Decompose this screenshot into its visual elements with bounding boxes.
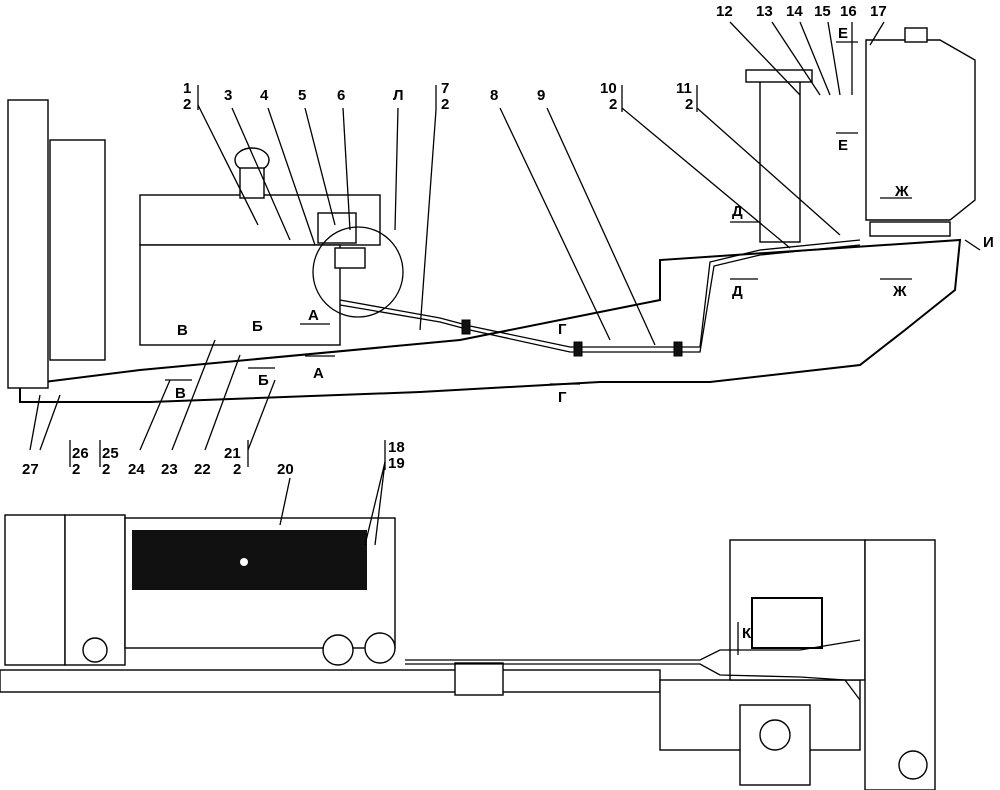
callout-13: 13 (756, 3, 773, 20)
fuel-line (339, 239, 861, 348)
frame-bracket (454, 662, 504, 696)
callout-19: 19 (388, 455, 405, 472)
callout-8: 8 (490, 87, 498, 104)
view-marker-G: Г (558, 389, 567, 406)
return-line-bottom (405, 663, 861, 701)
callout-25: 25 (102, 445, 119, 462)
top-view-drawing (7, 27, 976, 403)
fuel-tank (865, 39, 976, 221)
chassis-frame (19, 238, 962, 403)
view-marker-V: В (175, 385, 186, 402)
callout-4: 4 (260, 87, 269, 104)
return-line (339, 244, 861, 353)
view-marker-D: Д (732, 203, 743, 220)
callout-15: 15 (814, 3, 831, 20)
view-marker-E: Е (838, 25, 848, 42)
drain-wheel (898, 750, 928, 780)
view-marker-K: К (742, 625, 752, 642)
callout-23: 23 (161, 461, 178, 478)
callout-6: 6 (337, 87, 345, 104)
clamp (673, 341, 683, 357)
view-marker-I: И (983, 234, 994, 251)
callout-21: 21 (224, 445, 241, 462)
callout-26: 26 (72, 445, 89, 462)
callout-25-qty: 2 (102, 461, 110, 478)
view-marker-E: Е (838, 137, 848, 154)
callout-1: 1 (183, 80, 191, 97)
callout-24: 24 (128, 461, 145, 478)
fan-shroud (49, 139, 106, 361)
callout-21-qty: 2 (233, 461, 241, 478)
view-marker-A: А (308, 307, 319, 324)
view-marker-Zh: Ж (894, 183, 909, 200)
view-marker-Zh: Ж (892, 283, 907, 300)
tank-cap (904, 27, 928, 43)
detail-circle-L (312, 226, 404, 318)
engine-block (139, 244, 341, 346)
callout-11: 11 (676, 80, 692, 97)
callout-10-qty: 2 (609, 96, 617, 113)
leader-line (279, 477, 291, 526)
fuel-line-bottom (405, 639, 861, 661)
callout-10: 10 (600, 80, 617, 97)
view-marker-G: Г (558, 321, 567, 338)
view-marker-A: А (313, 365, 324, 382)
leader-lines-top (29, 21, 885, 467)
filter-housing (334, 247, 366, 269)
callout-26-qty: 2 (72, 461, 80, 478)
pulley (82, 637, 108, 663)
callout-9: 9 (537, 87, 545, 104)
frame-rail (0, 669, 661, 693)
callout-16: 16 (840, 3, 857, 20)
pulley (322, 634, 354, 666)
view-markers: Е Е Ж Ж Д Д И А А Б Б В В Г Г (165, 25, 994, 406)
intake-pipe (239, 167, 265, 199)
mount-hub (759, 719, 791, 751)
radiator-side (4, 514, 66, 666)
callouts-top: 1 2 3 4 5 6 Л 7 2 8 9 10 2 11 2 12 13 14… (22, 3, 887, 478)
callout-11-qty: 2 (685, 96, 693, 113)
cab-window (751, 597, 823, 649)
tank-bracket (759, 79, 801, 243)
callout-7-qty: 2 (441, 96, 449, 113)
callout-20: 20 (277, 461, 294, 478)
clamp (461, 319, 471, 335)
radiator (7, 99, 49, 389)
callout-L: Л (393, 87, 404, 104)
callout-3: 3 (224, 87, 232, 104)
valve-cover-bolt (240, 558, 248, 566)
callout-14: 14 (786, 3, 803, 20)
callout-17: 17 (870, 3, 887, 20)
callout-5: 5 (298, 87, 306, 104)
view-marker-B: Б (252, 318, 263, 335)
tank-base (869, 221, 951, 237)
pulley (364, 632, 396, 664)
clamp (573, 341, 583, 357)
callout-27: 27 (22, 461, 39, 478)
view-marker-V: В (177, 322, 188, 339)
callout-22: 22 (194, 461, 211, 478)
callouts-bottom: 20 18 19 К (277, 439, 752, 642)
tank-side (864, 539, 936, 790)
callout-18: 18 (388, 439, 405, 456)
view-marker-B: Б (258, 372, 269, 389)
callout-7: 7 (441, 80, 449, 97)
tank-bracket-top (745, 69, 813, 83)
callout-12: 12 (716, 3, 733, 20)
view-marker-D: Д (732, 283, 743, 300)
bottom-view-drawing (0, 440, 936, 790)
callout-1-qty: 2 (183, 96, 191, 113)
valve-cover (132, 530, 367, 590)
